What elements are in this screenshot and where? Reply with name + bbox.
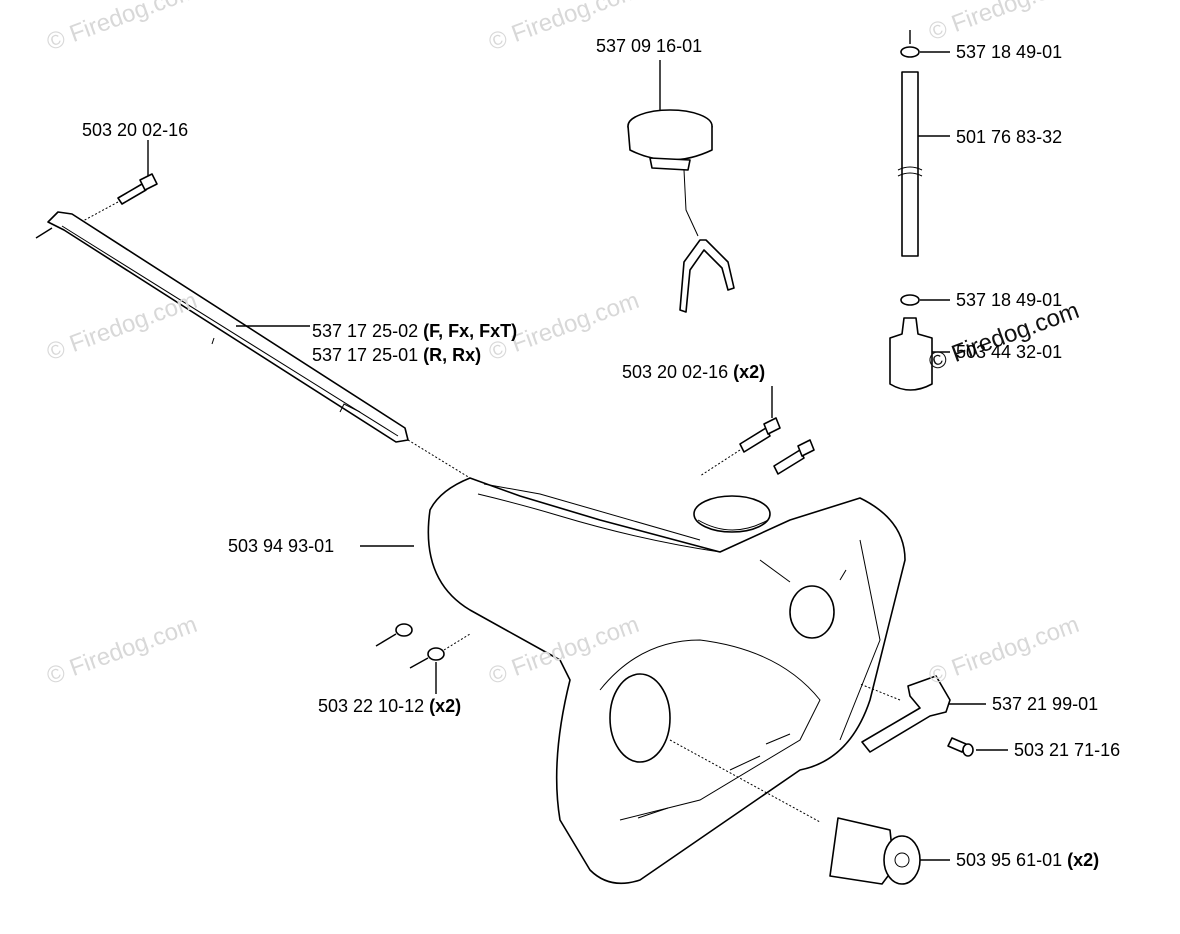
label-part-537-09-16-01: 537 09 16-01 xyxy=(596,36,703,56)
tube-537-17-25 xyxy=(35,211,471,479)
label-part-503-44-32-01: 503 44 32-01 xyxy=(956,342,1063,362)
label-part-537-17-25-02: 537 17 25-02 (F, Fx, FxT) xyxy=(312,321,518,341)
screw-503-20-02-16 xyxy=(69,140,158,229)
fuel-cap-537-09-16-01 xyxy=(627,60,735,313)
tank-housing-503-94-93-01 xyxy=(360,477,906,885)
fuel-hose-and-filter xyxy=(889,30,950,391)
bracket-537-21-99-01 xyxy=(861,675,986,753)
label-part-503-21-71-16: 503 21 71-16 xyxy=(1014,740,1121,760)
label-part-537-18-49-01: 537 18 49-01 xyxy=(956,42,1063,62)
label-part-503-20-02-16-x2: 503 20 02-16 (x2) xyxy=(622,362,766,382)
label-part-537-18-49-01-lower: 537 18 49-01 xyxy=(956,290,1063,310)
label-part-501-76-83-32: 501 76 83-32 xyxy=(956,127,1063,147)
screws-503-20-02-16-x2 xyxy=(699,386,815,477)
label-part-537-21-99-01: 537 21 99-01 xyxy=(992,694,1099,714)
label-part-503-20-02-16: 503 20 02-16 xyxy=(82,120,189,140)
label-part-503-95-61-01: 503 95 61-01 (x2) xyxy=(956,850,1100,870)
screw-503-21-71-16 xyxy=(947,737,1008,757)
label-part-503-22-10-12: 503 22 10-12 (x2) xyxy=(318,696,462,716)
buffer-503-95-61-01 xyxy=(829,817,950,885)
label-part-503-94-93-01: 503 94 93-01 xyxy=(228,536,335,556)
label-part-537-17-25-01: 537 17 25-01 (R, Rx) xyxy=(312,345,482,365)
nuts-503-22-10-12 xyxy=(375,623,471,694)
